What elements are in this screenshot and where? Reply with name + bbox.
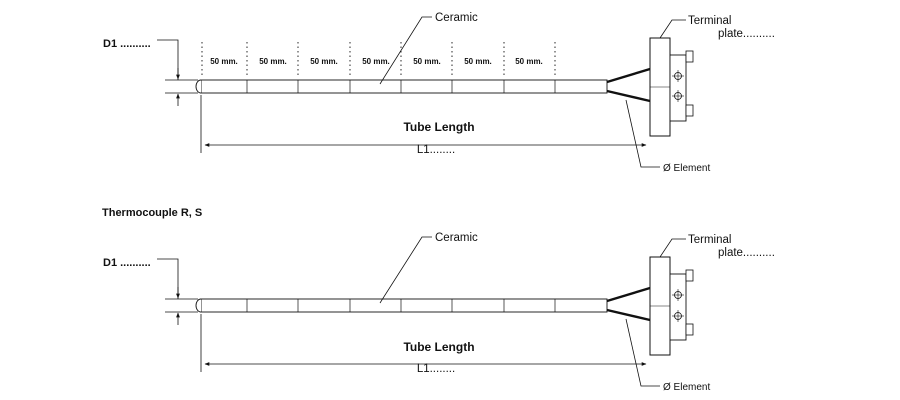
l1-label: L1........ — [417, 363, 455, 375]
section-title: Thermocouple R, S — [102, 207, 202, 219]
d1-leader-line — [157, 39, 179, 80]
segment-label: 50 mm. — [413, 57, 441, 66]
l1-label: L1........ — [417, 144, 455, 156]
element-leader-line — [625, 99, 660, 168]
d1-label: D1 .......... — [103, 257, 151, 269]
ceramic-label: Ceramic — [435, 232, 478, 244]
terminal-leader-line — [659, 19, 686, 39]
tube-length-label: Tube Length — [403, 120, 474, 134]
terminal-label-line1: Terminal — [688, 234, 731, 246]
terminal-nut-lower — [685, 104, 694, 117]
segment-label: 50 mm. — [210, 57, 238, 66]
d1-leader-line — [157, 258, 179, 299]
terminal-nut-upper — [685, 50, 694, 63]
segment-guide-lines — [201, 42, 556, 78]
tube-rounded-tip — [195, 298, 202, 313]
terminal-leader-line — [659, 238, 686, 258]
element-wire-lower — [606, 308, 651, 322]
element-leader-line — [625, 318, 660, 387]
terminal-nut-upper — [685, 269, 694, 282]
segment-label: 50 mm. — [515, 57, 543, 66]
top-diagram: D1 .......... 50 mm. 50 mm. 50 mm. 50 mm… — [103, 12, 775, 174]
tube-segment-dividers — [246, 80, 556, 93]
terminal-block — [669, 273, 687, 341]
segment-label: 50 mm. — [259, 57, 287, 66]
element-wire-lower — [606, 89, 651, 103]
segment-label: 50 mm. — [464, 57, 492, 66]
tube-rounded-tip — [195, 79, 202, 94]
tube-segment-dividers — [246, 299, 556, 312]
tube-length-label: Tube Length — [403, 340, 474, 354]
segment-label: 50 mm. — [362, 57, 390, 66]
terminal-label-line2: plate.......... — [718, 28, 775, 40]
terminal-nut-lower — [685, 323, 694, 336]
terminal-label-line1: Terminal — [688, 15, 731, 27]
segment-label: 50 mm. — [310, 57, 338, 66]
d1-label: D1 .......... — [103, 38, 151, 50]
ceramic-label: Ceramic — [435, 12, 478, 24]
element-wire-upper — [606, 286, 651, 303]
ceramic-tube — [200, 298, 608, 313]
ceramic-tube — [200, 79, 608, 94]
ceramic-leader-line — [379, 236, 432, 304]
terminal-block — [669, 54, 687, 122]
ceramic-leader-line — [379, 16, 432, 85]
terminal-label-line2: plate.......... — [718, 247, 775, 259]
element-label: Ø Element — [663, 163, 710, 174]
bottom-diagram: D1 .......... Ceramic Terminal plate....… — [103, 232, 775, 393]
element-label: Ø Element — [663, 382, 710, 393]
element-wire-upper — [606, 67, 651, 84]
